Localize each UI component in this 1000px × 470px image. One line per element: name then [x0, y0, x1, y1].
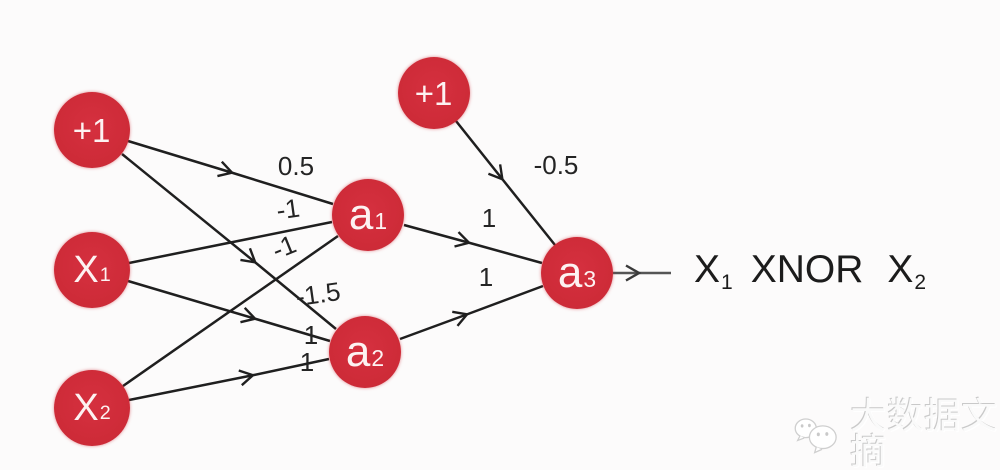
wechat-chat-bubbles-icon — [794, 418, 837, 454]
edge-a2-a3 — [399, 284, 544, 341]
node-bias-input-label: +1 — [72, 111, 111, 149]
node-bias-hidden-label: +1 — [414, 74, 453, 112]
node-a3-label: a — [557, 248, 583, 297]
weight-bias2-a3: -0.5 — [533, 150, 579, 180]
weight-bias1-a1: 0.5 — [277, 151, 315, 181]
node-a2-label-sub: 2 — [371, 344, 385, 371]
weight-bias1-a2: -1.5 — [293, 276, 343, 312]
watermark-text: 大数据文摘 — [850, 395, 999, 470]
weight-a2-a3: 1 — [478, 262, 494, 292]
node-bias-hidden: +1 — [398, 57, 470, 129]
edge-bias1-a2 — [121, 153, 337, 330]
edge-bias1-a1 — [127, 139, 334, 206]
node-bias-input: +1 — [54, 92, 130, 168]
watermark: 大数据文摘 — [792, 398, 1000, 470]
edge-bias2-a3 — [455, 120, 556, 246]
output-x1-sub: 1 — [721, 271, 733, 294]
output-x2-sub: 2 — [914, 271, 927, 294]
node-x1-label: X — [73, 249, 99, 291]
edge-x2-a1 — [122, 234, 339, 388]
weight-x1-a1: -1 — [274, 192, 302, 226]
node-x1-label-sub: 1 — [99, 263, 111, 286]
edge-x2-a2 — [128, 357, 330, 402]
node-a2-label: a — [345, 327, 371, 376]
node-a1-label-sub: 1 — [374, 207, 388, 234]
edge-x1-a2 — [127, 279, 331, 343]
weight-x1-a2: 1 — [303, 320, 319, 350]
node-a1-label: a — [348, 190, 374, 239]
node-x2-label: X — [73, 387, 99, 429]
edge-x1-a1 — [128, 220, 333, 265]
weight-a1-a3: 1 — [481, 203, 497, 233]
output-x2: X — [887, 248, 914, 291]
node-a3-label-sub: 3 — [583, 265, 597, 292]
edge-a1-a3 — [403, 223, 543, 265]
output-operator: XNOR — [750, 248, 864, 291]
node-x2-label-sub: 2 — [99, 401, 111, 424]
weight-x2-a2: 1 — [299, 347, 315, 377]
output-x1: X — [694, 248, 721, 291]
